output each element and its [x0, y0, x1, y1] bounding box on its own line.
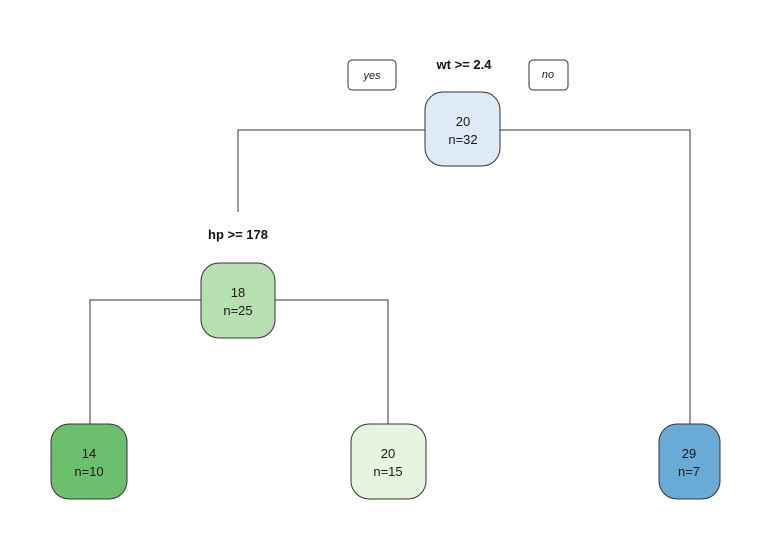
root-node: 20 n=32: [424, 91, 501, 167]
leaf-left-left: 14 n=10: [50, 423, 128, 500]
leaf-right-box: [658, 423, 721, 500]
no-label-text: no: [542, 69, 554, 81]
edge-left-to-leaf-right: [275, 299, 389, 426]
leaf-right-value: 29: [682, 446, 696, 461]
edge-left-to-leaf-left: [89, 299, 201, 426]
yes-label-box: [347, 59, 397, 91]
edge-root-to-right-leaf: [500, 129, 691, 426]
left-node-count: n=25: [223, 303, 252, 318]
left-split-label: hp >= 178: [208, 227, 268, 242]
leaf-left-right: 20 n=15: [350, 423, 427, 500]
tree-edges: [89, 129, 691, 426]
edge-root-to-left: [237, 129, 425, 212]
leaf-left-right-count: n=15: [373, 464, 402, 479]
yes-label: yes: [347, 59, 397, 91]
left-node-value: 18: [231, 285, 245, 300]
leaf-left-left-value: 14: [82, 446, 96, 461]
leaf-left-left-count: n=10: [74, 464, 103, 479]
root-node-count: n=32: [448, 132, 477, 147]
no-label-box: [528, 59, 569, 91]
leaf-left-right-box: [350, 423, 427, 500]
no-label: no: [528, 59, 569, 91]
leaf-left-right-value: 20: [381, 446, 395, 461]
yes-label-text: yes: [362, 70, 381, 82]
left-node-box: [200, 262, 276, 339]
leaf-right: 29 n=7: [658, 423, 721, 500]
left-node: 18 n=25: [200, 262, 276, 339]
leaf-right-count: n=7: [678, 464, 700, 479]
root-node-box: [424, 91, 501, 167]
root-split-label: wt >= 2.4: [436, 57, 493, 72]
leaf-left-left-box: [50, 423, 128, 500]
root-node-value: 20: [456, 114, 470, 129]
